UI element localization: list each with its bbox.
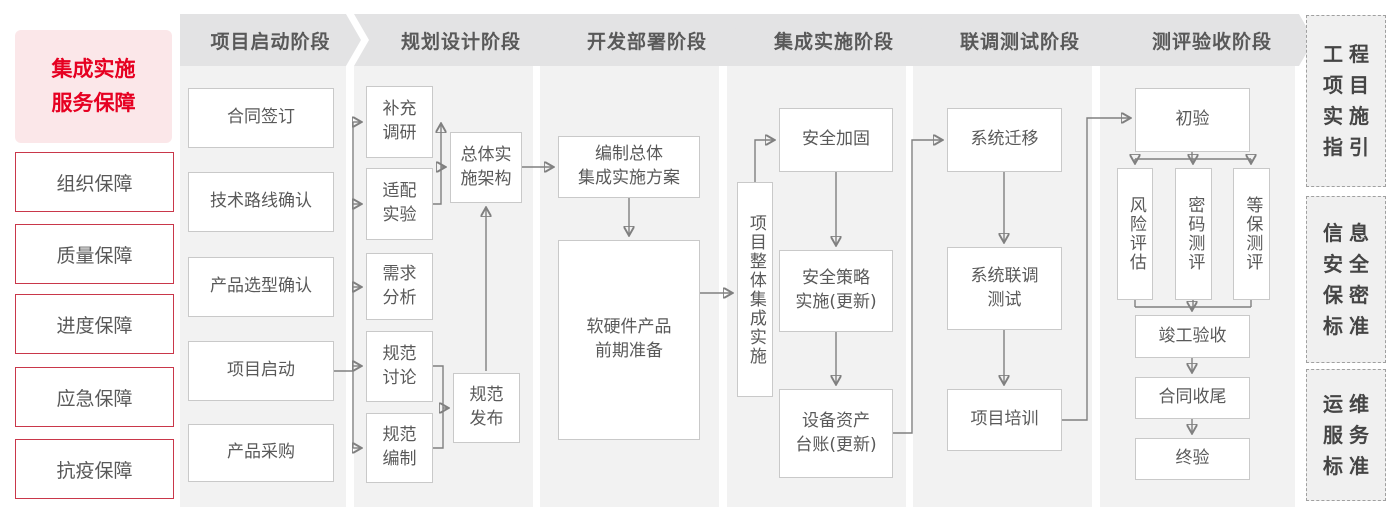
node-asset-ledger: 设备资产 台账(更新) [779, 389, 893, 478]
node-spec-release: 规范 发布 [453, 373, 520, 443]
node-system-migration: 系统迁移 [947, 108, 1062, 172]
sidebar-item-emergency: 应急保障 [15, 367, 174, 427]
node-overall-architecture: 总体实 施架构 [450, 132, 522, 203]
node-security-policy: 安全策略 实施(更新) [779, 250, 893, 332]
node-project-training: 项目培训 [947, 389, 1062, 451]
node-initial-acceptance: 初验 [1135, 88, 1250, 152]
node-product-preparation: 软硬件产品 前期准备 [558, 240, 700, 440]
node-tech-route-confirm: 技术路线确认 [188, 172, 334, 232]
node-joint-testing: 系统联调 测试 [947, 247, 1062, 330]
sidebar-item-quality: 质量保障 [15, 224, 174, 284]
node-spec-drafting: 规范 编制 [366, 413, 433, 483]
sidebar-item-organization: 组织保障 [15, 152, 174, 212]
node-crypto-evaluation: 密码测评 [1175, 168, 1212, 300]
node-product-procurement: 产品采购 [188, 424, 334, 482]
node-supplement-research: 补充 调研 [366, 86, 433, 158]
node-requirement-analysis: 需求 分析 [366, 253, 433, 320]
phase-banner-planning-design: 规划设计阶段 [354, 14, 558, 66]
sidebar-title: 集成实施 服务保障 [15, 30, 172, 143]
phase-banner-integration: 集成实施阶段 [727, 14, 931, 66]
standard-ops-service: 运维 服务 标准 [1306, 369, 1386, 501]
phase-banner-project-kickoff: 项目启动阶段 [180, 14, 361, 66]
node-contract-signing: 合同签订 [188, 88, 334, 148]
standard-project-guide: 工程 项目 实施 指引 [1306, 15, 1386, 187]
node-overall-plan: 编制总体 集成实施方案 [558, 136, 700, 198]
node-contract-closure: 合同收尾 [1135, 377, 1250, 419]
node-adaptation-test: 适配 实验 [366, 168, 433, 240]
node-final-acceptance: 终验 [1135, 438, 1250, 480]
phase-banner-dev-deploy: 开发部署阶段 [540, 14, 744, 66]
node-project-kickoff: 项目启动 [188, 341, 334, 401]
sidebar-item-epidemic: 抗疫保障 [15, 439, 174, 499]
phase-banner-joint-test: 联调测试阶段 [913, 14, 1117, 66]
node-mlps-evaluation: 等保测评 [1233, 168, 1270, 300]
node-product-selection: 产品选型确认 [188, 257, 334, 317]
sidebar-item-schedule: 进度保障 [15, 294, 174, 354]
node-completion-acceptance: 竣工验收 [1135, 315, 1250, 358]
node-spec-discussion: 规范 讨论 [366, 331, 433, 402]
standard-infosec-secrecy: 信息 安全 保密 标准 [1306, 196, 1386, 363]
node-security-hardening: 安全加固 [779, 108, 893, 172]
node-risk-assessment: 风险评估 [1117, 168, 1153, 300]
node-overall-integration: 项目整体集成实施 [737, 182, 773, 397]
phase-banner-acceptance: 测评验收阶段 [1100, 14, 1314, 66]
